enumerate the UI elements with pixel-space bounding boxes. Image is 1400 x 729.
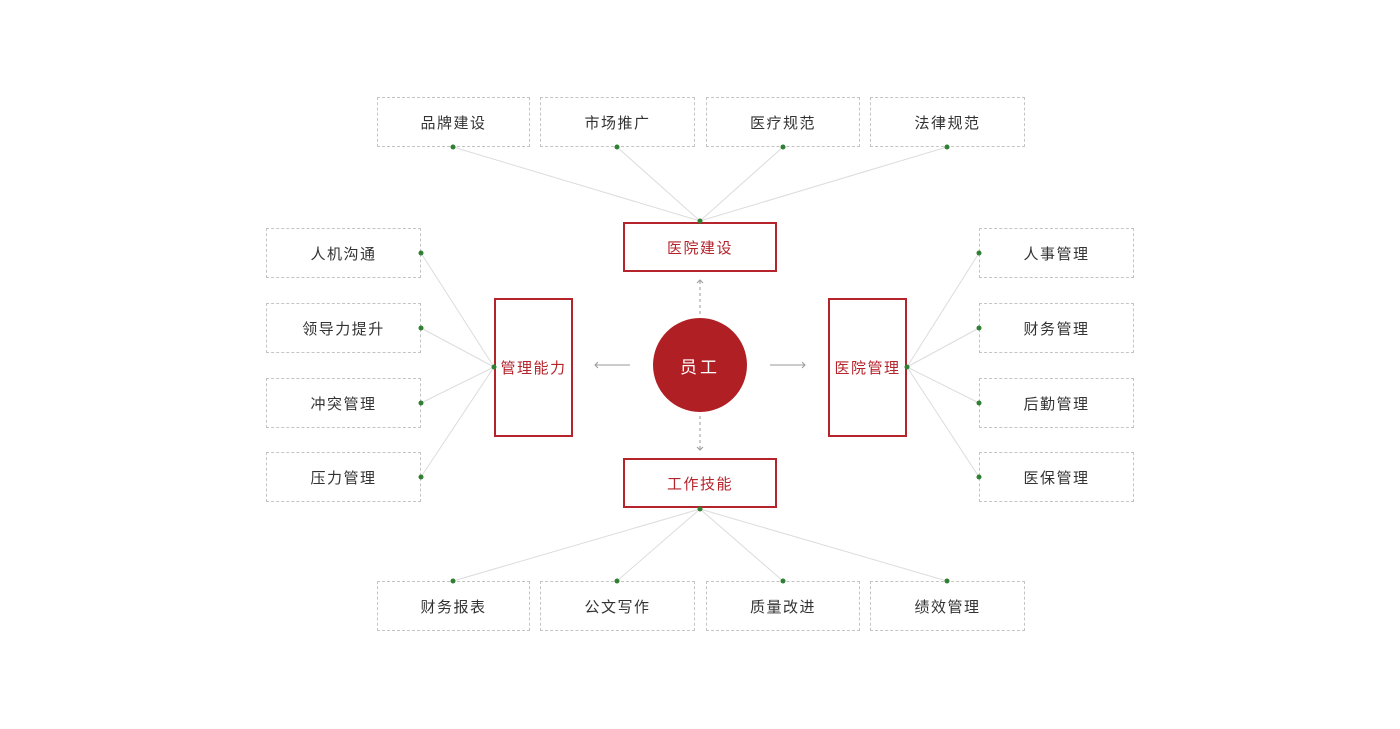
leaf-node-official-writing-label: 公文写作 [584,598,651,616]
branch-node-hospital-building[interactable]: 医院建设 [623,222,777,272]
leaf-node-logistics-management[interactable]: 后勤管理 [979,378,1134,428]
leaf-node-medical-standards-label: 医疗规范 [749,114,816,132]
connector-line [699,146,784,222]
leaf-node-legal-standards[interactable]: 法律规范 [870,97,1025,147]
connector-line [420,366,495,404]
leaf-node-conflict-management[interactable]: 冲突管理 [266,378,421,428]
leaf-node-brand-building-label: 品牌建设 [420,114,487,132]
connector-line [420,366,495,478]
leaf-node-marketing[interactable]: 市场推广 [540,97,695,147]
leaf-node-brand-building[interactable]: 品牌建设 [377,97,530,147]
leaf-node-conflict-management-label: 冲突管理 [310,395,377,413]
branch-node-management-skills[interactable]: 管理能力 [494,298,573,437]
branch-node-hospital-management-label: 医院管理 [834,360,901,377]
branch-node-hospital-building-label: 医院建设 [666,239,733,257]
connector-line [616,508,701,582]
leaf-node-legal-standards-label: 法律规范 [914,114,981,132]
connector-line [906,366,980,478]
leaf-node-quality-improvement[interactable]: 质量改进 [706,581,860,631]
branch-node-work-skills[interactable]: 工作技能 [623,458,777,508]
connector-line [906,252,980,368]
leaf-node-finance-management-label: 财务管理 [1023,320,1090,338]
leaf-node-logistics-management-label: 后勤管理 [1023,395,1090,413]
leaf-node-official-writing[interactable]: 公文写作 [540,581,695,631]
leaf-node-stress-management[interactable]: 压力管理 [266,452,421,502]
leaf-node-quality-improvement-label: 质量改进 [749,598,816,616]
connector-line [452,508,701,582]
leaf-node-performance-management[interactable]: 绩效管理 [870,581,1025,631]
branch-node-work-skills-label: 工作技能 [666,475,733,493]
leaf-node-leadership-improvement-label: 领导力提升 [302,320,385,338]
connector-line [420,327,495,368]
leaf-node-stress-management-label: 压力管理 [310,469,377,487]
leaf-node-financial-reports[interactable]: 财务报表 [377,581,530,631]
leaf-node-hr-management[interactable]: 人事管理 [979,228,1134,278]
center-node-employee-label: 员工 [680,357,720,377]
leaf-node-performance-management-label: 绩效管理 [914,598,981,616]
leaf-node-hr-management-label: 人事管理 [1023,245,1090,263]
leaf-node-human-machine-communication[interactable]: 人机沟通 [266,228,421,278]
leaf-node-marketing-label: 市场推广 [584,114,651,132]
connector-line [616,146,701,222]
leaf-node-medical-insurance-management[interactable]: 医保管理 [979,452,1134,502]
connector-line [452,146,701,222]
connector-line [699,508,784,582]
connector-line [906,327,980,368]
branch-node-management-skills-label: 管理能力 [500,360,567,377]
leaf-node-medical-standards[interactable]: 医疗规范 [706,97,860,147]
leaf-node-finance-management[interactable]: 财务管理 [979,303,1134,353]
connector-line [699,508,948,582]
connector-line [906,366,980,404]
connector-line [699,146,948,222]
branch-node-hospital-management[interactable]: 医院管理 [828,298,907,437]
leaf-node-medical-insurance-management-label: 医保管理 [1023,469,1090,487]
leaf-node-financial-reports-label: 财务报表 [420,598,487,616]
center-node-employee[interactable]: 员工 [653,318,747,412]
leaf-node-leadership-improvement[interactable]: 领导力提升 [266,303,421,353]
connector-line [420,252,495,368]
leaf-node-human-machine-communication-label: 人机沟通 [310,245,377,263]
